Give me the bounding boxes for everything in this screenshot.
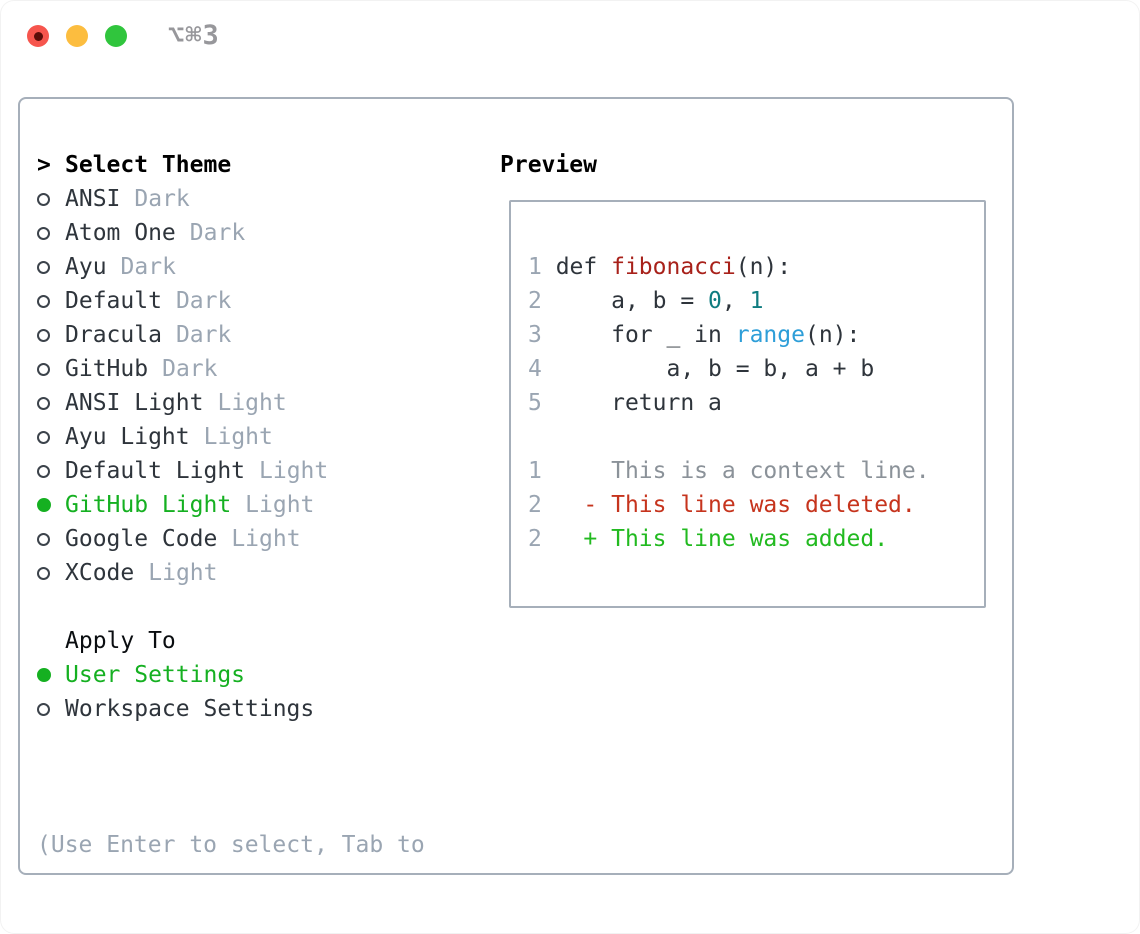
theme-option[interactable]: XCode Light bbox=[37, 556, 425, 590]
unsaved-changes-indicator bbox=[33, 31, 43, 41]
select-theme-title: Select Theme bbox=[65, 152, 232, 178]
radio-icon bbox=[37, 702, 50, 716]
theme-name: Google Code bbox=[65, 526, 218, 552]
radio-icon bbox=[37, 362, 50, 376]
radio-icon bbox=[37, 260, 50, 274]
theme-option[interactable]: Ayu Light Light bbox=[37, 420, 425, 454]
theme-variant-label: Dark bbox=[162, 356, 218, 382]
apply-option[interactable]: User Settings bbox=[37, 658, 425, 692]
code-line: 1 def fibonacci(n): bbox=[528, 254, 792, 280]
code-line: 2 - This line was deleted. bbox=[528, 492, 916, 518]
theme-name: Ayu bbox=[65, 254, 107, 280]
radio-icon bbox=[37, 396, 50, 410]
spacer bbox=[37, 726, 425, 760]
theme-option[interactable]: GitHub Dark bbox=[37, 352, 425, 386]
theme-name: ANSI bbox=[65, 186, 121, 212]
apply-to-header-row: Apply To bbox=[37, 624, 425, 658]
radio-icon bbox=[37, 532, 50, 546]
radio-icon bbox=[37, 294, 50, 308]
theme-name: GitHub bbox=[65, 356, 149, 382]
theme-variant-label: Dark bbox=[134, 186, 190, 212]
code-line: 3 for _ in range(n): bbox=[528, 322, 861, 348]
radio-icon bbox=[37, 566, 50, 580]
theme-variant-label: Dark bbox=[120, 254, 176, 280]
hint-line-1: (Use Enter to select, Tab to bbox=[37, 832, 425, 858]
theme-variant-label: Light bbox=[217, 390, 287, 416]
theme-option[interactable]: Ayu Dark bbox=[37, 250, 425, 284]
apply-option-label: User Settings bbox=[65, 662, 246, 688]
theme-option[interactable]: Dracula Dark bbox=[37, 318, 425, 352]
theme-variant-label: Light bbox=[259, 458, 329, 484]
apply-option[interactable]: Workspace Settings bbox=[37, 692, 425, 726]
theme-name: Atom One bbox=[65, 220, 176, 246]
radio-icon bbox=[37, 464, 50, 478]
theme-option[interactable]: Google Code Light bbox=[37, 522, 425, 556]
theme-name: Dracula bbox=[65, 322, 162, 348]
spacer bbox=[37, 590, 425, 624]
theme-name: Default Light bbox=[65, 458, 246, 484]
theme-variant-label: Dark bbox=[189, 220, 246, 246]
close-button[interactable] bbox=[27, 25, 49, 47]
theme-name: ANSI Light bbox=[65, 390, 204, 416]
preview-pane: 1 def fibonacci(n): 2 a, b = 0, 1 3 for _ … bbox=[509, 200, 986, 608]
theme-option[interactable]: Default Dark bbox=[37, 284, 425, 318]
theme-name: Ayu Light bbox=[65, 424, 190, 450]
radio-icon bbox=[37, 226, 50, 240]
window-title: ⌥⌘3 bbox=[168, 20, 220, 51]
code-preview: 1 def fibonacci(n): 2 a, b = 0, 1 3 for _ … bbox=[511, 202, 984, 556]
radio-icon bbox=[37, 192, 50, 206]
theme-option[interactable]: ANSI Light Light bbox=[37, 386, 425, 420]
theme-name: Default bbox=[65, 288, 162, 314]
theme-variant-label: Light bbox=[245, 492, 315, 518]
theme-variant-label: Light bbox=[203, 424, 273, 450]
apply-option-label: Workspace Settings bbox=[65, 696, 315, 722]
theme-option[interactable]: ANSI Dark bbox=[37, 182, 425, 216]
theme-variant-label: Light bbox=[231, 526, 301, 552]
minimize-button[interactable] bbox=[66, 25, 88, 47]
theme-variant-label: Light bbox=[148, 560, 218, 586]
code-line: 2 + This line was added. bbox=[528, 526, 889, 552]
theme-variant-label: Dark bbox=[175, 288, 232, 314]
radio-icon bbox=[37, 430, 50, 444]
preview-title: Preview bbox=[500, 152, 597, 178]
theme-variant-label: Dark bbox=[175, 322, 232, 348]
hint-text: (Use Enter to select, Tab to change focu… bbox=[37, 760, 425, 934]
radio-icon bbox=[37, 328, 50, 342]
code-line: 5 return a bbox=[528, 390, 722, 416]
code-line: 1 This is a context line. bbox=[528, 458, 930, 484]
theme-name: XCode bbox=[65, 560, 135, 586]
theme-option[interactable]: GitHub Light Light bbox=[37, 488, 425, 522]
select-theme-header-row: > Select Theme bbox=[37, 148, 425, 182]
theme-option[interactable]: Default Light Light bbox=[37, 454, 425, 488]
code-line: 2 a, b = 0, 1 bbox=[528, 288, 764, 314]
code-line bbox=[528, 420, 984, 454]
radio-selected-icon bbox=[37, 668, 51, 682]
theme-name: GitHub Light bbox=[65, 492, 232, 518]
theme-option[interactable]: Atom One Dark bbox=[37, 216, 425, 250]
code-line: 4 a, b = b, a + b bbox=[528, 356, 875, 382]
apply-to-title: Apply To bbox=[65, 628, 176, 654]
zoom-button[interactable] bbox=[105, 25, 127, 47]
radio-selected-icon bbox=[37, 498, 51, 512]
hint-line-2: change focus) bbox=[37, 930, 425, 934]
prompt-icon: > bbox=[37, 152, 51, 178]
